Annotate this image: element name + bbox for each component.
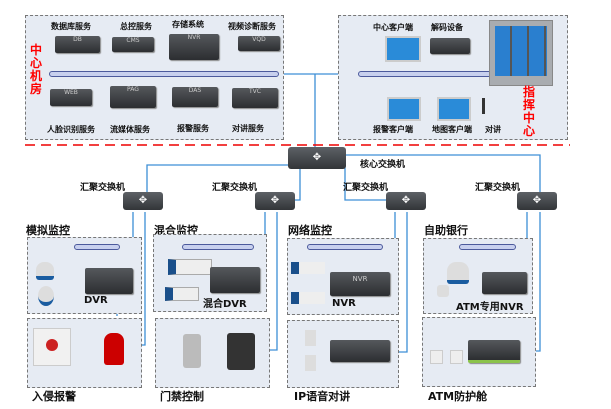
device-label: DVR: [84, 295, 108, 306]
group-bus: [182, 244, 254, 250]
server-label: 对讲服务: [232, 124, 264, 133]
server-label: 总控服务: [120, 22, 152, 31]
center-room-title: 中心机房: [30, 43, 43, 96]
server-label: 流媒体服务: [110, 125, 150, 134]
device-label: NVR: [332, 298, 356, 309]
group-title: 网络监控: [288, 224, 332, 237]
dvr-icon: [85, 268, 133, 294]
agg-switch-label: 汇聚交换机: [343, 183, 389, 193]
box-camera-icon: [168, 259, 212, 275]
ip-camera-icon: [291, 262, 325, 274]
group-title: 入侵报警: [32, 390, 76, 403]
pc-icon: [437, 97, 471, 121]
box-camera-icon: [165, 287, 199, 301]
agg-switch-icon: ✥: [255, 192, 295, 210]
microphone-icon: [482, 98, 485, 114]
core-switch-label: 核心交换机: [360, 160, 406, 170]
group-title: 模拟监控: [26, 224, 70, 237]
agg-switch-icon: ✥: [123, 192, 163, 210]
device-label: 混合DVR: [203, 299, 247, 310]
nvr-icon: NVR: [330, 272, 390, 296]
dome-camera-icon: [36, 262, 54, 280]
pc-icon: [387, 97, 421, 121]
group-bus: [307, 244, 383, 250]
alarm-button-icon: [430, 350, 443, 364]
client-label: 中心客户端: [373, 23, 413, 32]
sensor-icon: [450, 350, 463, 364]
decoder-label: 解码设备: [431, 23, 463, 32]
pc-icon: [385, 36, 421, 62]
intercom-panel-icon: [305, 330, 316, 346]
agg-switch-label: 汇聚交换机: [212, 183, 258, 193]
command-center-title: 指挥中心: [523, 85, 536, 138]
core-switch-icon: ✥: [288, 147, 346, 169]
alarm-server-icon: DAS: [172, 87, 218, 107]
group-title: 门禁控制: [160, 390, 204, 403]
decoder-icon: [430, 38, 470, 54]
server-label: 数据库服务: [51, 22, 91, 31]
agg-switch-label: 汇聚交换机: [80, 183, 126, 193]
access-controller-icon: [227, 333, 255, 370]
siren-icon: [104, 333, 124, 365]
center-room-zone: [25, 15, 284, 140]
ptz-camera-icon: [38, 286, 54, 306]
video-wall-icon: [489, 20, 553, 86]
group-title: 自助银行: [424, 224, 468, 237]
panic-button-icon: [33, 328, 71, 366]
agg-switch-icon: ✥: [517, 192, 557, 210]
device-label: ATM专用NVR: [456, 302, 524, 313]
client-label: 地图客户端: [432, 125, 472, 134]
storage-server-icon: NVR: [169, 34, 219, 60]
hybrid-dvr-icon: [210, 267, 260, 293]
agg-switch-icon: ✥: [386, 192, 426, 210]
group-title: IP语音对讲: [294, 390, 351, 403]
agg-switch-label: 汇聚交换机: [475, 183, 521, 193]
stream-server-icon: PAG: [110, 86, 156, 108]
database-server-icon: DB: [55, 36, 100, 53]
booth-controller-icon: [468, 340, 520, 363]
card-reader-icon: [183, 334, 201, 368]
pinhole-camera-icon: [437, 285, 449, 297]
server-label: 人脸识别服务: [47, 125, 95, 134]
group-title: ATM防护舱: [428, 390, 488, 403]
center-bus: [49, 71, 279, 77]
group-bus: [74, 244, 120, 250]
server-label: 报警服务: [177, 124, 209, 133]
group-title: 混合监控: [154, 224, 198, 237]
intercom-host-icon: [330, 340, 390, 362]
face-server-icon: WEB: [50, 89, 92, 106]
server-label: 视频诊断服务: [228, 22, 276, 31]
client-label: 报警客户端: [373, 125, 413, 134]
intercom-panel-icon: [305, 355, 316, 371]
control-server-icon: CMS: [112, 37, 154, 52]
server-label: 存储系统: [172, 20, 204, 29]
talk-label: 对讲: [485, 125, 501, 134]
atm-nvr-icon: [482, 272, 527, 294]
group-bus: [459, 244, 516, 250]
diagnosis-server-icon: VQD: [238, 36, 280, 51]
talk-server-icon: TVC: [232, 88, 278, 108]
dome-camera-icon: [447, 262, 469, 284]
ip-camera-icon: [291, 292, 325, 304]
